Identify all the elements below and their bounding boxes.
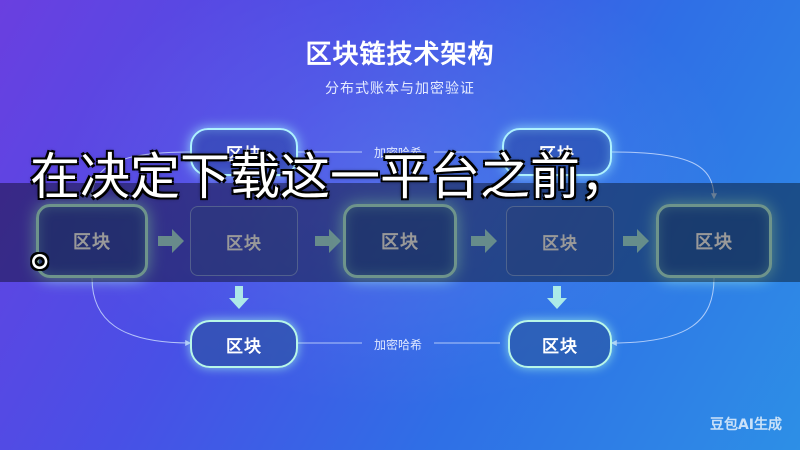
loop-right-top xyxy=(611,151,717,200)
down-arrow-left xyxy=(229,286,249,309)
block-label: 区块 xyxy=(381,232,419,253)
block-bottom-left: 区块 xyxy=(190,320,298,368)
block-top-right: 区块 xyxy=(502,128,612,176)
block-bottom-right: 区块 xyxy=(508,320,612,368)
block-label: 区块 xyxy=(539,144,575,165)
diagram-subtitle: 分布式账本与加密验证 xyxy=(325,81,475,97)
chain-arrow-2 xyxy=(315,229,341,253)
block-main-2: 区块 xyxy=(190,206,298,276)
caption-band xyxy=(0,183,800,282)
block-label: 区块 xyxy=(542,233,578,254)
block-label: 区块 xyxy=(542,336,578,357)
hash-label-bottom: 加密哈希 xyxy=(373,338,422,352)
caption-line-2: 。 xyxy=(30,220,80,278)
block-top-left: 区块 xyxy=(190,128,298,176)
diagram-title: 区块链技术架构 xyxy=(305,40,495,70)
block-main-4: 区块 xyxy=(506,206,614,276)
block-label: 区块 xyxy=(226,336,262,357)
chain-arrow-3 xyxy=(471,229,497,253)
loop-left-bottom xyxy=(91,277,192,346)
chain-arrow-1 xyxy=(158,229,184,253)
down-arrow-right xyxy=(547,286,567,309)
block-label: 区块 xyxy=(226,144,262,165)
loop-right-bottom xyxy=(610,277,715,346)
chain-arrow-4 xyxy=(623,229,649,253)
block-main-1: 区块 xyxy=(36,204,148,278)
watermark: 豆包AI生成 xyxy=(709,417,782,433)
block-label: 区块 xyxy=(73,232,111,253)
hash-label-top: 加密哈希 xyxy=(373,146,422,160)
caption-line-1: 在决定下载这一平台之前， xyxy=(30,148,630,206)
block-label: 区块 xyxy=(695,232,733,253)
block-main-3: 区块 xyxy=(343,204,457,278)
loop-left-top xyxy=(89,151,191,200)
block-label: 区块 xyxy=(226,233,262,254)
block-main-5: 区块 xyxy=(656,204,772,278)
